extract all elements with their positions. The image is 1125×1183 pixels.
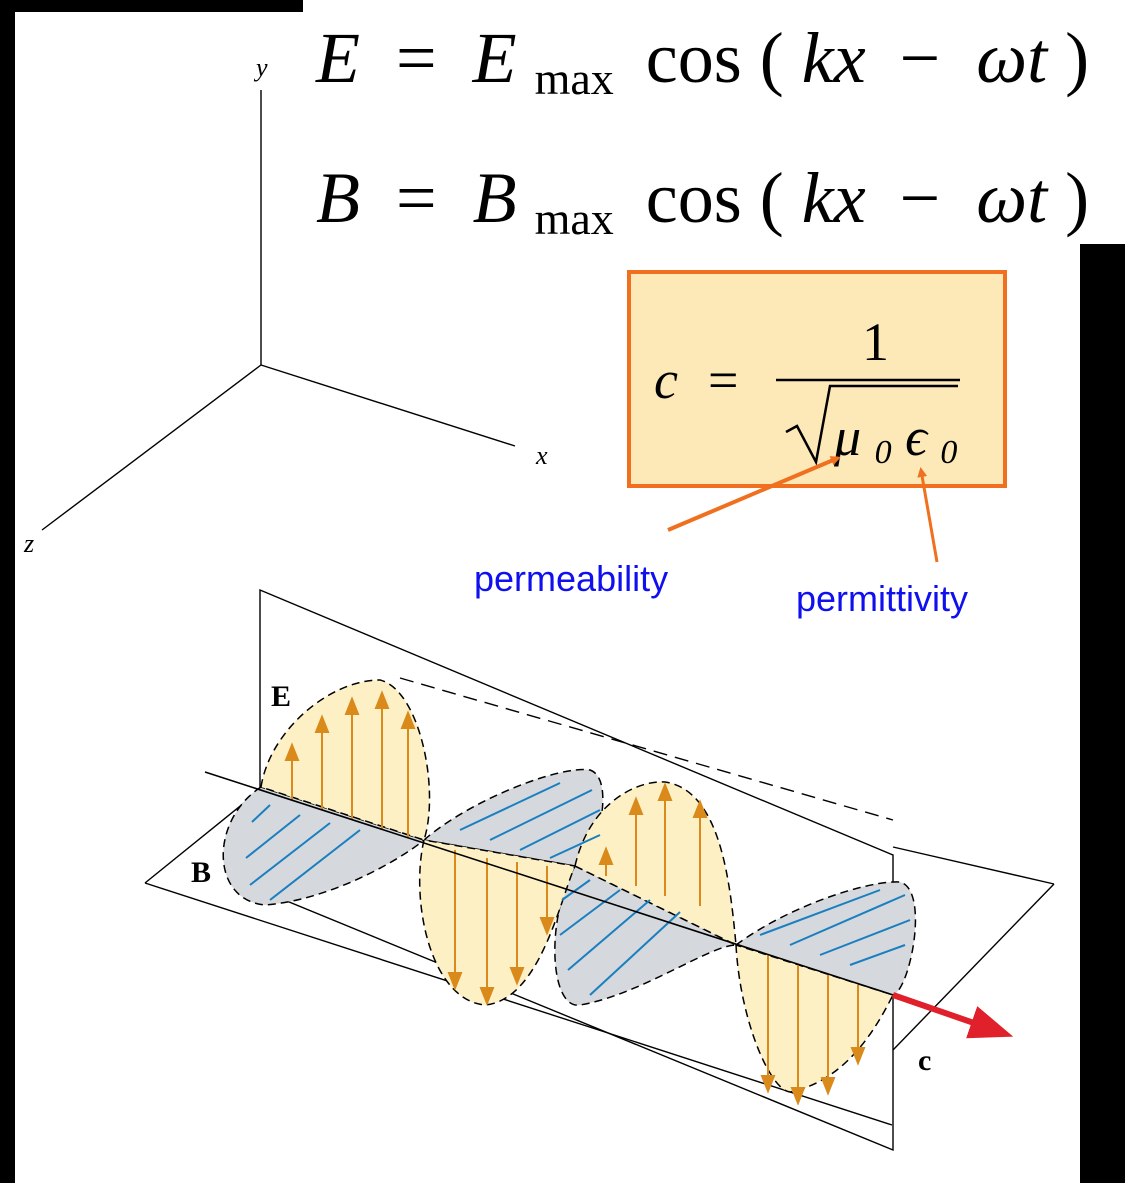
e-equals: =: [396, 18, 437, 98]
eps-symbol: ϵ: [905, 407, 929, 467]
e-minus: −: [900, 18, 941, 98]
b-field-vectors: [245, 782, 911, 996]
e-lhs: E: [315, 18, 360, 98]
b-equals: =: [396, 158, 437, 238]
b-lhs: B: [316, 158, 360, 238]
permeability-arrow: [667, 456, 841, 532]
speed-lhs: c: [654, 350, 678, 410]
svg-text:μ 0 ϵ: μ 0 ϵ 0: [833, 407, 957, 475]
mu-sub: 0: [875, 434, 892, 471]
b-kx: kx: [802, 158, 866, 238]
speed-numerator: 1: [862, 312, 889, 372]
e-lobe-2: [418, 839, 577, 1006]
c-arrow: [892, 992, 1014, 1039]
e-lobe-1: [260, 679, 431, 841]
e-field-vectors: [284, 690, 866, 1106]
e-kx: kx: [802, 18, 866, 98]
z-axis-label: z: [23, 529, 34, 558]
eps-sub: 0: [940, 434, 957, 471]
equation-panel: [303, 0, 1125, 244]
z-axis: [41, 364, 262, 531]
e-cos: cos: [646, 18, 742, 98]
x-axis-label: x: [535, 441, 548, 470]
speed-formula-box: c = 1 μ 0 ϵ 0: [627, 270, 1007, 488]
b-vector-label: B: [191, 856, 211, 889]
b-field-equation: B = B max cos ( kx − ωt ): [316, 158, 1089, 250]
permeability-label: permeability: [474, 558, 668, 599]
e-field-lobes: [260, 679, 895, 1093]
e-vector-label: E: [271, 680, 291, 713]
e-field-equation: E = E max cos ( kx − ωt ): [315, 18, 1089, 110]
e-amp: E: [472, 18, 517, 98]
svg-text:E = E: E = E max cos ( kx − ωt ): [315, 18, 1089, 110]
b-cos: cos: [646, 158, 742, 238]
e-lobe-3: [574, 781, 737, 947]
b-open: (: [760, 158, 784, 238]
coordinate-axes: [41, 90, 516, 531]
svg-text:B = B: B = B max cos ( kx − ωt ): [316, 158, 1089, 250]
b-amp-sub: max: [535, 193, 614, 244]
sqrt-sign: [785, 384, 958, 466]
e-wt: ωt: [976, 18, 1049, 98]
b-lobe-1: [222, 786, 426, 906]
e-close: ): [1065, 18, 1089, 98]
b-minus: −: [900, 158, 941, 238]
b-wt: ωt: [976, 158, 1049, 238]
b-close: ): [1065, 158, 1089, 238]
b-amp: B: [473, 158, 517, 238]
propagation-axis: [204, 771, 894, 996]
e-lobe-4: [735, 943, 895, 1093]
e-amplitude-envelope: [399, 677, 894, 821]
c-vector-label: c: [918, 1044, 931, 1077]
y-axis-label: y: [253, 53, 268, 82]
permittivity-arrow: [917, 467, 939, 563]
speed-equals: =: [708, 350, 738, 410]
e-open: (: [760, 18, 784, 98]
e-amp-sub: max: [535, 53, 614, 104]
x-axis: [260, 364, 516, 447]
permittivity-label: permittivity: [796, 578, 968, 619]
